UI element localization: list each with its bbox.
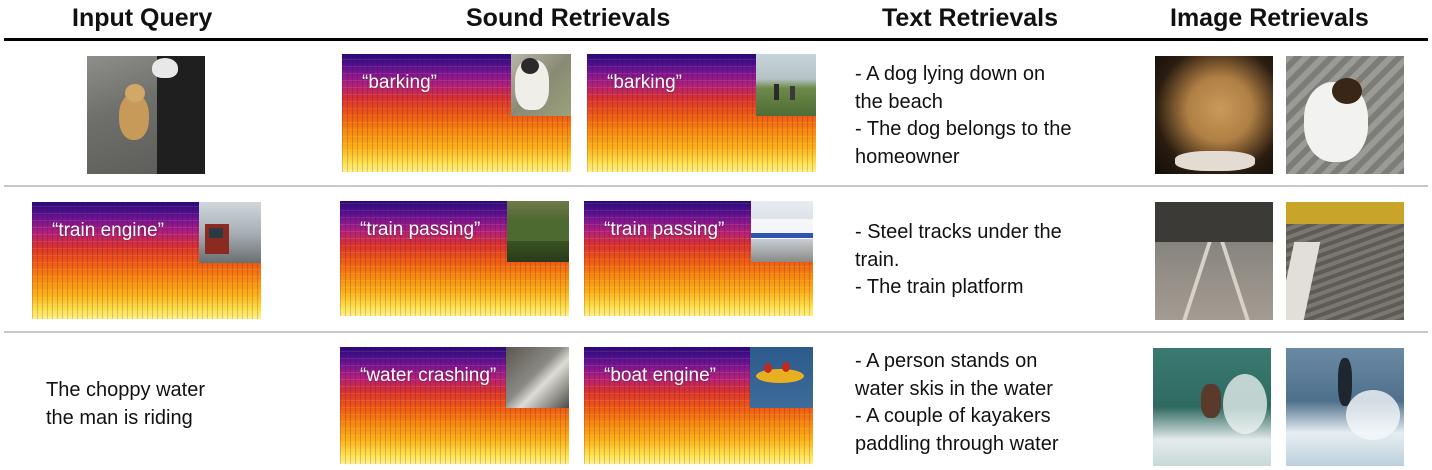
- text-retrieval-line: the beach: [855, 90, 943, 113]
- query-text-line: The choppy water: [46, 379, 205, 401]
- sound-result-spectrogram: “water crashing”: [340, 347, 569, 464]
- image-result-railway-tracks: [1155, 202, 1273, 320]
- sound-thumbnail-image: [506, 347, 569, 408]
- image-result-wakeboarder: [1286, 348, 1404, 466]
- image-result-dog-sitting: [1286, 56, 1404, 174]
- text-retrievals: - Steel tracks under the train. - The tr…: [855, 219, 1062, 302]
- header-rule: [4, 38, 1428, 41]
- text-retrieval-line: - The dog belongs to the: [855, 118, 1072, 140]
- text-retrieval-line: - Steel tracks under the: [855, 221, 1062, 243]
- query-text-line: the man is riding: [46, 406, 193, 429]
- image-result-train-platform: [1286, 202, 1404, 320]
- sound-label: “train passing”: [604, 219, 725, 240]
- header-text-retrievals: Text Retrievals: [882, 4, 1059, 32]
- header-image-retrievals: Image Retrievals: [1170, 4, 1369, 32]
- text-retrieval-line: train.: [855, 248, 900, 271]
- image-result-dog-lying: [1155, 56, 1273, 174]
- sound-result-spectrogram: “barking”: [587, 54, 816, 172]
- sound-label: “barking”: [362, 72, 437, 93]
- sound-label: “water crashing”: [360, 365, 497, 386]
- sound-thumbnail-image: [199, 202, 261, 263]
- header-input-query: Input Query: [72, 4, 213, 32]
- sound-result-spectrogram: “boat engine”: [584, 347, 813, 464]
- query-sound-spectrogram: “train engine”: [32, 202, 261, 319]
- text-retrievals: - A dog lying down on the beach - The do…: [855, 61, 1071, 171]
- sound-thumbnail-image: [511, 54, 571, 116]
- row-divider: [4, 185, 1428, 187]
- query-image-dog: [87, 56, 205, 174]
- query-text: The choppy water the man is riding: [46, 377, 205, 432]
- row-divider: [4, 331, 1428, 333]
- text-retrievals: - A person stands on water skis in the w…: [855, 348, 1058, 458]
- text-retrieval-line: homeowner: [855, 145, 960, 168]
- text-retrieval-line: paddling through water: [855, 432, 1059, 455]
- sound-label: “barking”: [607, 72, 682, 93]
- sound-thumbnail-image: [507, 201, 569, 262]
- text-retrieval-line: - The train platform: [855, 276, 1024, 298]
- sound-label: “train passing”: [360, 219, 481, 240]
- sound-result-spectrogram: “barking”: [342, 54, 571, 172]
- sound-result-spectrogram: “train passing”: [584, 201, 813, 316]
- sound-thumbnail-image: [756, 54, 816, 116]
- text-retrieval-line: - A dog lying down on: [855, 63, 1046, 85]
- text-retrieval-line: - A couple of kayakers: [855, 405, 1051, 427]
- image-result-water-skier: [1153, 348, 1271, 466]
- sound-result-spectrogram: “train passing”: [340, 201, 569, 316]
- text-retrieval-line: water skis in the water: [855, 377, 1053, 400]
- sound-thumbnail-image: [750, 347, 813, 408]
- text-retrieval-line: - A person stands on: [855, 350, 1038, 372]
- sound-thumbnail-image: [751, 201, 813, 262]
- header-sound-retrievals: Sound Retrievals: [466, 4, 671, 32]
- sound-label: “boat engine”: [604, 365, 716, 386]
- sound-label: “train engine”: [52, 220, 164, 241]
